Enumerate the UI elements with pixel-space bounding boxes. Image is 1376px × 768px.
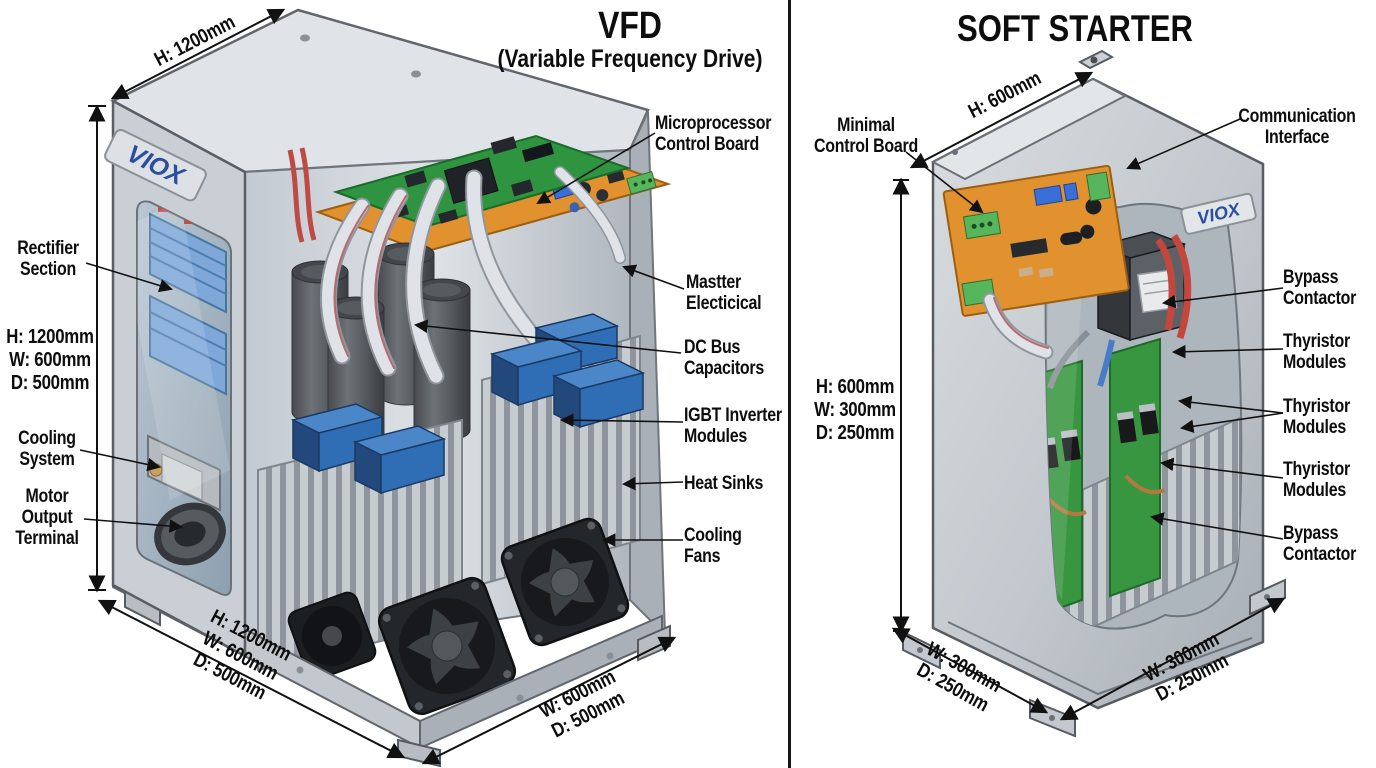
vfd-dim-side: H: 1200mm W: 600mm D: 500mm	[6, 326, 94, 394]
leader-cooling-system	[79, 449, 161, 472]
vfd-subtitle: (Variable Frequency Drive)	[497, 45, 763, 73]
leader-heat-sinks	[621, 476, 684, 491]
ss-dim-bottom-left-arrow	[891, 627, 1049, 714]
ss-dim-side: H: 600mm W: 300mm D: 250mm	[814, 376, 896, 444]
leader-lines	[79, 118, 1284, 547]
leader-bypass-bottom	[1149, 512, 1284, 540]
label-minimal-control-board: Minimal Control Board	[813, 115, 919, 157]
panel-divider	[788, 0, 791, 768]
copper-links	[1046, 474, 1165, 517]
leader-motor-output	[83, 518, 184, 533]
thyristor-packages	[1045, 403, 1159, 470]
vfd-title-block: VFD (Variable Frequency Drive)	[462, 6, 798, 73]
label-motor-output-terminal: Motor Output Terminal	[15, 486, 79, 549]
ribbon-cables	[320, 166, 626, 385]
leader-minimal-control	[905, 151, 984, 214]
leader-master-electrical	[622, 264, 685, 290]
minimal-control-board	[942, 164, 1130, 317]
label-bypass-contactor-top: Bypass Contactor	[1283, 267, 1357, 309]
soft-starter-title: SOFT STARTER	[957, 8, 1193, 49]
label-rectifier-section: Rectifier Section	[17, 238, 79, 280]
ss-dim-bottom-right-arrow	[1059, 597, 1286, 721]
control-ribbon-cable	[982, 292, 1054, 360]
vfd-dim-top-arrow	[110, 8, 286, 100]
label-thyristor-modules-2: Thyristor Modules	[1283, 396, 1350, 438]
igbt-modules-right	[489, 313, 646, 429]
leader-rectifier	[85, 262, 173, 293]
vfd-dim-bottom-left-arrow	[97, 599, 406, 759]
leader-thyristor-3	[1159, 457, 1284, 479]
leader-bypass-top	[1161, 287, 1284, 309]
leader-thyristor-1	[1171, 344, 1284, 359]
label-dc-bus-capacitors: DC Bus Capacitors	[684, 337, 764, 379]
leader-communication	[1126, 118, 1241, 170]
label-master-electrical: Mastter Electicical	[686, 272, 762, 314]
label-cooling-system: Cooling System	[18, 428, 76, 470]
leader-igbt	[559, 413, 684, 427]
label-igbt-inverter-modules: IGBT Inverter Modules	[684, 405, 782, 447]
vfd-title: VFD	[598, 5, 662, 47]
dimension-arrows	[88, 8, 1286, 765]
cooling-fan-rear	[500, 517, 630, 647]
vfd-dim-bottom-right-arrow	[421, 636, 677, 765]
ss-dim-top-arrow	[909, 71, 1094, 169]
soft-starter-brand-plate: VIOX	[1180, 192, 1257, 235]
label-heat-sinks: Heat Sinks	[684, 473, 764, 494]
leader-thyristor-2a	[1177, 395, 1284, 414]
label-communication-interface: Communication Interface	[1238, 106, 1356, 148]
rectifier-section	[149, 201, 227, 396]
label-cooling-fans: Cooling Fans	[684, 525, 742, 567]
label-thyristor-modules-3: Thyristor Modules	[1283, 459, 1350, 501]
dc-link-wires	[287, 147, 317, 243]
label-thyristor-modules-1: Thyristor Modules	[1283, 331, 1350, 373]
label-bypass-contactor-bottom: Bypass Contactor	[1283, 523, 1357, 565]
contactor-wires	[1047, 234, 1192, 389]
leader-thyristor-2b	[1179, 412, 1284, 434]
igbt-modules-left	[290, 403, 447, 495]
leader-microprocessor	[536, 132, 656, 205]
thyristor-boards	[1045, 337, 1161, 620]
label-microprocessor-control-board: Microprocessor Control Board	[655, 113, 772, 155]
leader-dc-bus	[413, 319, 682, 354]
